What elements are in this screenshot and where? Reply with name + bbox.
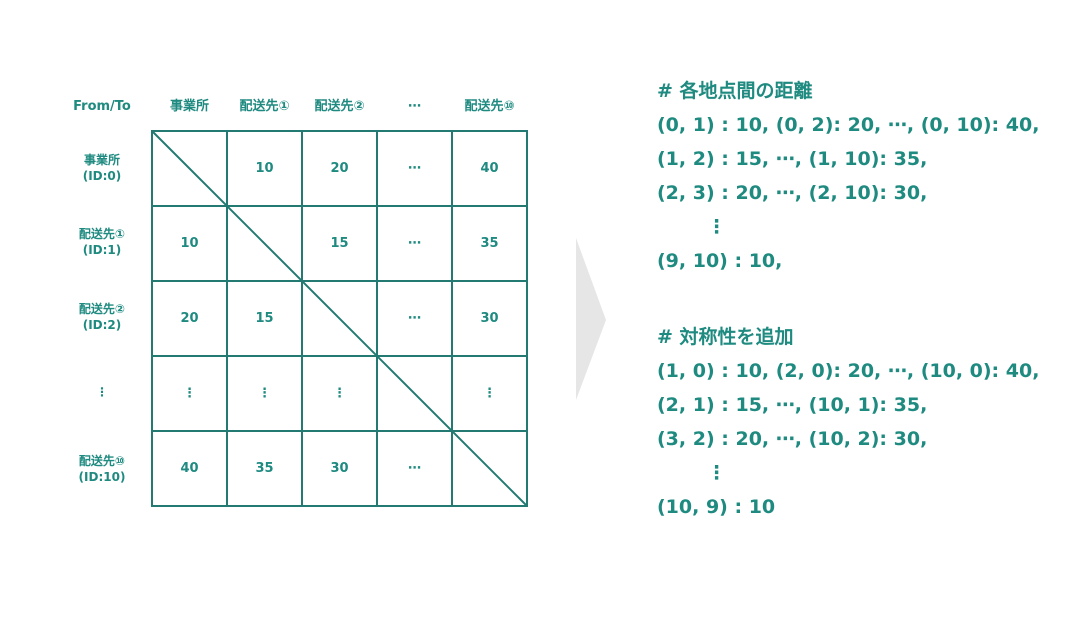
col-header-dest-10: 配送先⑩ [464,99,515,114]
cell-r4-c4 [452,431,527,506]
grid-border [151,130,528,507]
diagonal-line [151,130,528,507]
col-header-ellipsis: ⋯ [408,99,421,114]
cell-r1-c4: 35 [480,236,499,251]
row-header-id: (ID:0) [82,169,122,183]
row-header-name: 事業所 [83,153,120,167]
row-header-ellipsis: ⋮ [52,384,152,400]
cell-r4-c0: 40 [180,461,199,476]
cell-r3-c2: ⋮ [333,386,346,401]
col-header-dest-2: 配送先② [314,99,365,114]
cell-r0-c3: ⋯ [408,161,421,176]
row-header-name: 配送先① [78,227,126,241]
cell-r2-c4: 30 [480,311,499,326]
row-header-office: 事業所 (ID:0) [52,152,152,184]
cell-r0-c4: 40 [480,161,499,176]
distance-line: (2, 3) : 20, ⋯, (2, 10): 30, [657,182,928,204]
symmetry-line: (2, 1) : 15, ⋯, (10, 1): 35, [657,394,928,416]
chevron-right-icon [576,238,606,400]
symmetry-list-section: # 対称性を追加 (1, 0) : 10, (2, 0): 20, ⋯, (10… [657,320,1039,524]
cell-r4-c3: ⋯ [408,461,421,476]
cell-r0-c0 [152,131,227,206]
row-header-dest-2: 配送先② (ID:2) [52,301,152,333]
row-header-name: ⋮ [96,385,108,399]
row-header-dest-10: 配送先⑩ (ID:10) [52,453,152,485]
cell-r0-c2: 20 [330,161,349,176]
cell-r2-c0: 20 [180,311,199,326]
cell-r4-c2: 30 [330,461,349,476]
distance-line: (0, 1) : 10, (0, 2): 20, ⋯, (0, 10): 40, [657,114,1040,136]
cell-r1-c1 [227,206,302,281]
row-header-id: (ID:1) [82,243,122,257]
symmetry-line: (10, 9) : 10 [657,496,776,518]
row-header-name: 配送先⑩ [78,454,126,468]
distance-list-heading: # 各地点間の距離 [657,80,813,102]
cell-r4-c1: 35 [255,461,274,476]
vertical-ellipsis: ⋮ [707,216,726,238]
cell-r2-c3: ⋯ [408,311,421,326]
col-header-dest-1: 配送先① [239,99,290,114]
row-header-name: 配送先② [78,302,126,316]
cell-r2-c2 [302,281,377,356]
distance-line: (1, 2) : 15, ⋯, (1, 10): 35, [657,148,928,170]
cell-r2-c1: 15 [255,311,274,326]
distance-line: (9, 10) : 10, [657,250,783,272]
cell-r1-c3: ⋯ [408,236,421,251]
symmetry-line: (3, 2) : 20, ⋯, (10, 2): 30, [657,428,928,450]
row-header-dest-1: 配送先① (ID:1) [52,226,152,258]
row-header-id: (ID:2) [82,318,122,332]
cell-r3-c0: ⋮ [183,386,196,401]
cell-r3-c4: ⋮ [483,386,496,401]
col-header-office: 事業所 [169,99,209,114]
vertical-ellipsis: ⋮ [707,462,726,484]
cell-r3-c3 [377,356,452,431]
cell-r1-c0: 10 [180,236,199,251]
corner-label: From/To [73,99,131,114]
symmetry-line: (1, 0) : 10, (2, 0): 20, ⋯, (10, 0): 40, [657,360,1040,382]
distance-list-section: # 各地点間の距離 (0, 1) : 10, (0, 2): 20, ⋯, (0… [657,74,1039,278]
cell-r3-c1: ⋮ [258,386,271,401]
cell-r0-c1: 10 [255,161,274,176]
row-header-id: (ID:10) [78,470,126,484]
symmetry-list-heading: # 対称性を追加 [657,326,794,348]
cell-r1-c2: 15 [330,236,349,251]
